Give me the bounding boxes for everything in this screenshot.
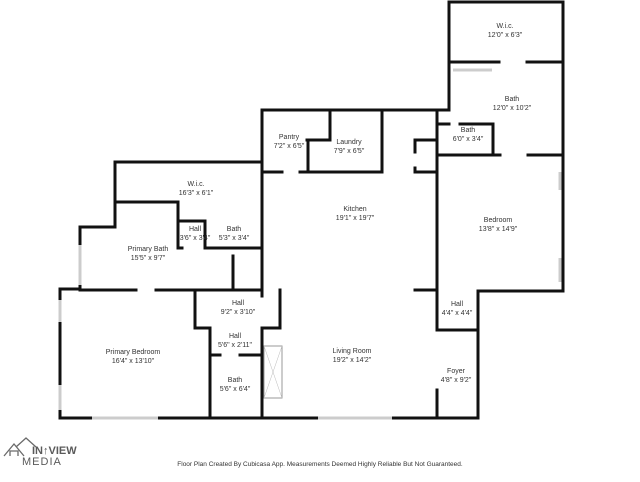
laundry-wall: [305, 108, 384, 174]
svg-text:MEDIA: MEDIA: [22, 456, 62, 468]
inview-media-logo: IN↑VIEW MEDIA: [3, 437, 77, 468]
svg-text:IN↑VIEW: IN↑VIEW: [32, 445, 77, 457]
windows: [58, 68, 562, 420]
room-label-wic-left: W.i.c.16'3" x 6'1": [178, 181, 214, 197]
floor-plan-disclaimer: Floor Plan Created By Cubicasa App. Meas…: [177, 461, 463, 468]
room-label-wic-top: W.i.c.12'0" x 6'3": [487, 23, 523, 39]
fireplace-shape: [263, 345, 283, 399]
small-bath-wall: [458, 122, 495, 157]
